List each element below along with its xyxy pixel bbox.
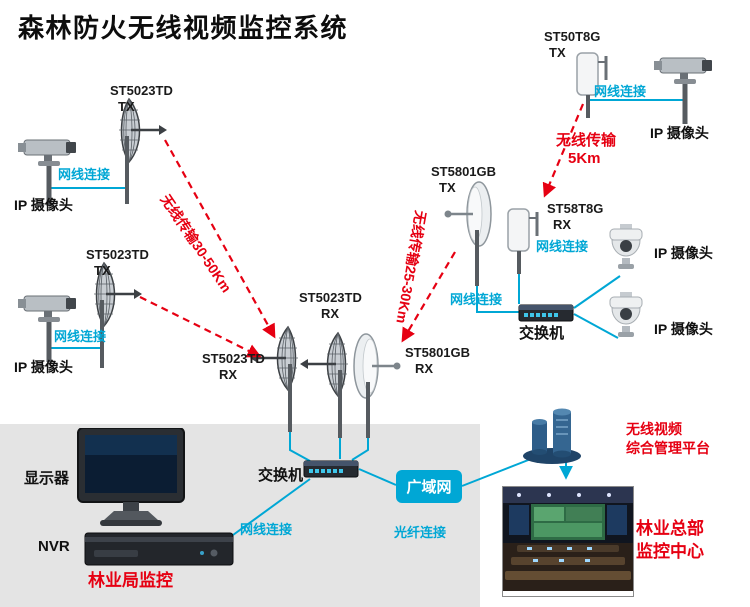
label-rx-dish-role: RX [415, 361, 434, 376]
wan-node: 广域网 [396, 470, 462, 503]
label-nvr: NVR [38, 538, 70, 555]
label-ip-camera-topright: IP 摄像头 [650, 125, 709, 141]
dome-camera-2-icon [598, 292, 654, 355]
ptz-camera-midleft-icon [18, 284, 88, 369]
label-switch-right: 交换机 [519, 325, 565, 342]
label-tx-midleft-model: ST5023TD [86, 247, 149, 262]
switch-bottom-icon [303, 458, 359, 485]
ptz-camera-topleft-icon [18, 128, 88, 213]
label-rx-right-role: RX [553, 217, 572, 232]
label-rx-center-a-role: RX [219, 367, 238, 382]
dome-camera-1-icon [598, 224, 654, 287]
label-lan-mid: 网线连接 [450, 292, 503, 307]
label-hq-line2: 监控中心 [636, 542, 704, 561]
dish-antenna-rx-icon [350, 330, 405, 445]
grid-antenna-tx-midleft-icon [88, 260, 148, 375]
ptz-camera-topright-icon [654, 46, 724, 131]
label-wireless-5km-line2: 5Km [568, 150, 601, 167]
label-switch-bottom: 交换机 [258, 467, 304, 484]
panel-antenna-tx-icon [572, 50, 614, 125]
dish-antenna-tx-icon [440, 178, 495, 293]
server-icon [520, 402, 584, 471]
label-tx-topleft-role: TX [118, 99, 135, 114]
label-rx-right-model: ST58T8G [547, 201, 604, 216]
label-lan-topright: 网线连接 [594, 84, 647, 99]
label-platform-line1: 无线视频 [626, 421, 682, 437]
switch-right-icon [518, 302, 574, 329]
label-rx-center-b-role: RX [321, 306, 340, 321]
grid-antenna-rx-center-a-icon [244, 324, 304, 439]
label-fiber-link: 光纤连接 [394, 525, 447, 540]
grid-antenna-tx-topleft-icon [113, 96, 173, 211]
page-title: 森林防火无线视频监控系统 [18, 13, 349, 43]
label-ip-camera-right2: IP 摄像头 [654, 321, 713, 337]
label-tx-topleft-model: ST5023TD [110, 83, 173, 98]
label-rx-center-a-model: ST5023TD [202, 351, 265, 366]
label-bureau-monitoring: 林业局监控 [88, 571, 173, 590]
monitor-icon [76, 427, 186, 533]
label-rx-center-b-model: ST5023TD [299, 290, 362, 305]
label-ip-camera-right1: IP 摄像头 [654, 245, 713, 261]
label-rx-dish-model: ST5801GB [405, 345, 471, 360]
label-tx-topright-model: ST50T8G [544, 29, 601, 44]
nvr-icon [84, 530, 234, 573]
label-lan-midleft: 网线连接 [54, 329, 107, 344]
label-tx-dish-model: ST5801GB [431, 164, 497, 179]
label-ip-camera-topleft: IP 摄像头 [14, 197, 73, 213]
label-monitor: 显示器 [24, 470, 70, 487]
label-hq-line1: 林业总部 [636, 519, 704, 538]
label-platform-line2: 综合管理平台 [626, 440, 710, 456]
panel-antenna-rx-icon [503, 206, 545, 281]
label-tx-dish-role: TX [439, 180, 456, 195]
label-wireless-5km-line1: 无线传输 [556, 132, 617, 149]
label-lan-topleft: 网线连接 [58, 167, 111, 182]
grid-antenna-rx-center-b-icon [294, 330, 354, 445]
label-lan-bottom: 网线连接 [240, 522, 293, 537]
label-ip-camera-midleft: IP 摄像头 [14, 359, 73, 375]
label-lan-right: 网线连接 [536, 239, 589, 254]
label-tx-midleft-role: TX [94, 263, 111, 278]
control-room-image [502, 486, 634, 597]
label-tx-topright-role: TX [549, 45, 566, 60]
